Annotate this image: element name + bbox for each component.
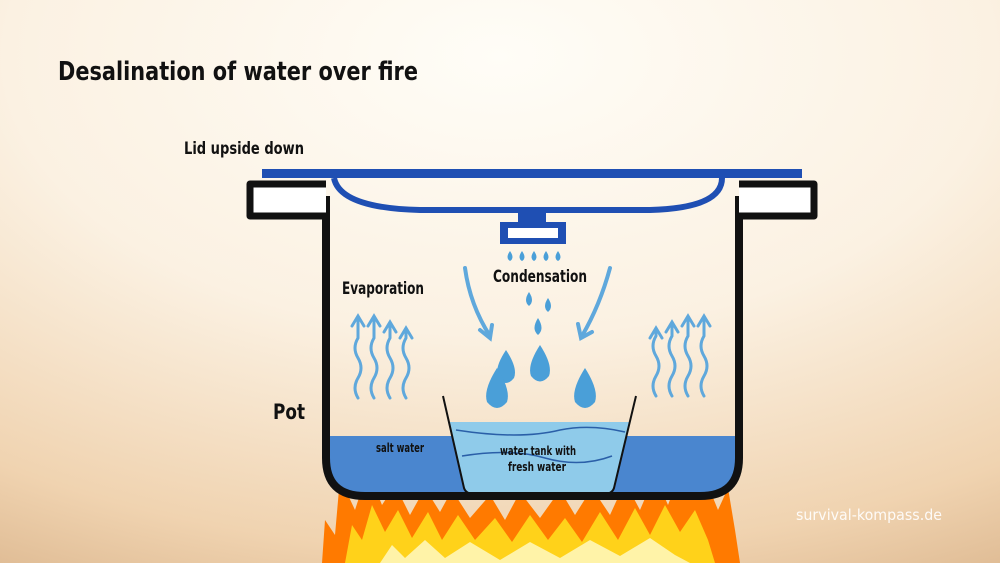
- pot-handle-right: [739, 180, 818, 220]
- lid: [262, 169, 802, 244]
- diagram-title: Desalination of water over fire: [58, 57, 418, 87]
- watermark: survival-kompass.de: [796, 506, 942, 524]
- condensation-label: Condensation: [493, 267, 587, 287]
- lid-knob: [518, 210, 546, 222]
- fresh-water-label-line2: fresh water: [508, 460, 566, 474]
- salt-water-label: salt water: [376, 441, 424, 455]
- fresh-water-label-line1: water tank with: [500, 444, 576, 458]
- pot-label: Pot: [273, 400, 305, 424]
- evaporation-label: Evaporation: [342, 279, 424, 299]
- lid-label: Lid upside down: [184, 139, 304, 159]
- pot-handle-left: [246, 180, 326, 220]
- condensation-arrows: [463, 266, 612, 342]
- evaporation-arrows-right: [648, 313, 712, 398]
- evaporation-arrows-left: [350, 313, 414, 400]
- condensation-drops: [486, 251, 596, 408]
- pot: [246, 180, 818, 500]
